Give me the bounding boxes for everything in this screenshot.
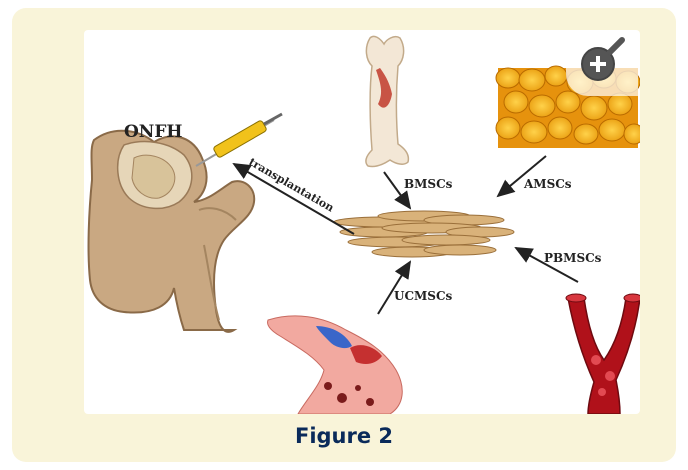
ucmscs-label: UCMSCs [394,289,453,303]
zoom-in-icon [566,32,638,96]
bmscs-label: BMSCs [404,177,453,191]
transplantation-label: transplantation [247,155,337,214]
bone-illustration [366,36,408,166]
onfh-label: ONFH [124,122,182,142]
stem-cells-illustration [334,211,514,257]
figure-image: ONFH [84,30,640,414]
zoom-button[interactable] [566,32,638,96]
umbilical-cord-illustration [268,316,403,414]
amscs-label: AMSCs [523,177,572,191]
pbmscs-label: PBMSCs [544,251,602,265]
femur-illustration: ONFH [89,122,255,332]
blood-vessel-illustration [566,294,640,414]
syringe-illustration [196,114,282,166]
figure-caption: Figure 2 [0,424,688,448]
